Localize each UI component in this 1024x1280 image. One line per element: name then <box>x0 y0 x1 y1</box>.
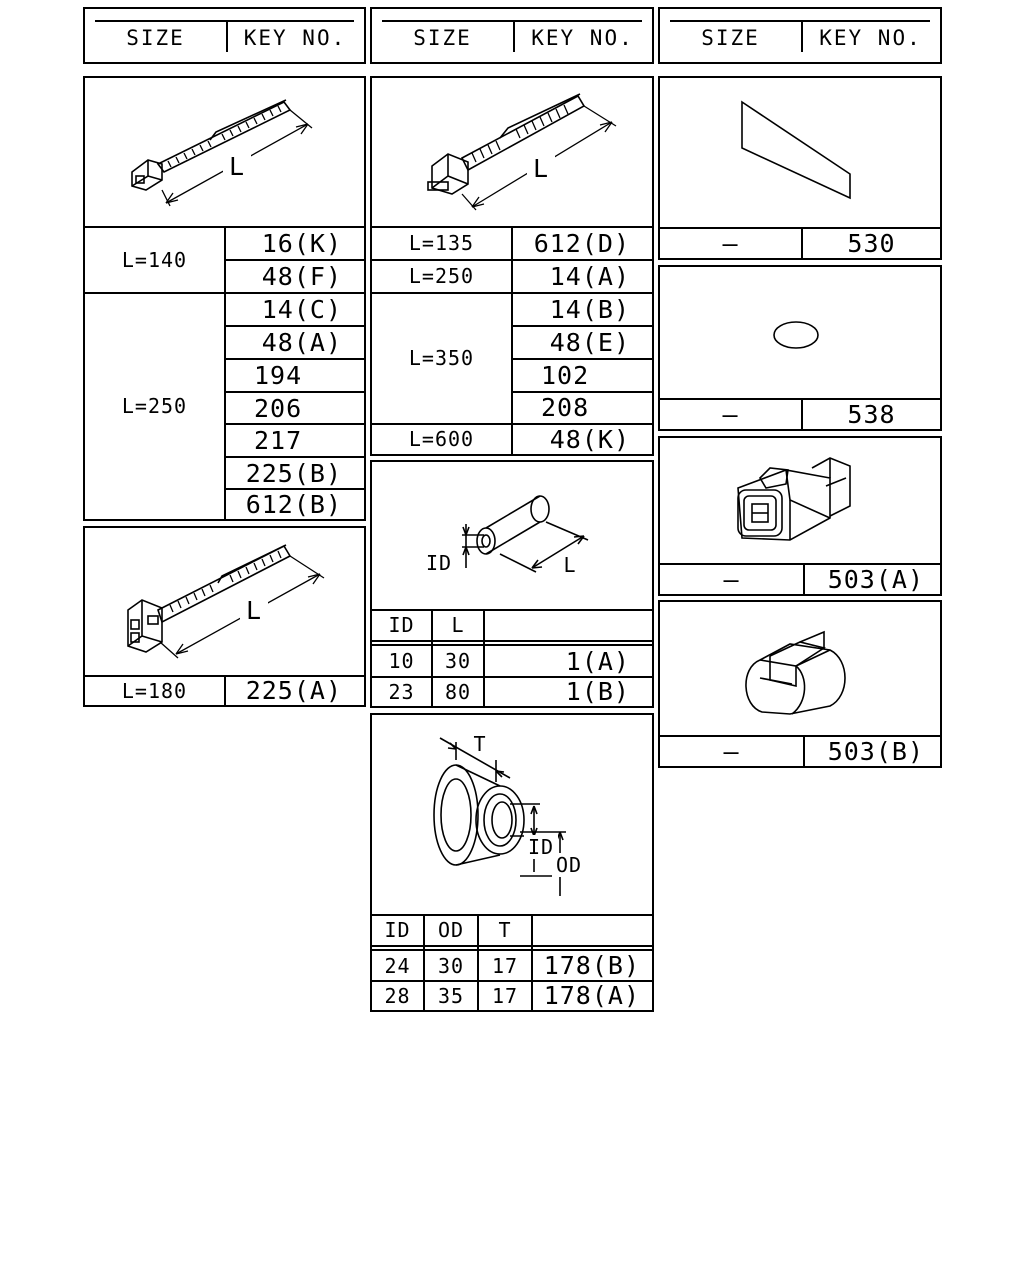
panel-tube: ID L ID L 10 30 1(A) 23 80 1(B) <box>370 460 654 708</box>
tube-illustration <box>462 495 589 573</box>
panel-cable-tie-135-600: L L=135 612(D) L=250 14(A) L=350 14(B) 4… <box>370 76 654 456</box>
cell-l: 30 <box>444 649 472 673</box>
key-cell: 538 <box>847 399 896 429</box>
dimension-label-l: L <box>223 152 251 181</box>
key-cell: 217 <box>254 425 303 455</box>
cell-od: 30 <box>437 953 465 978</box>
size-cell: – <box>723 736 740 766</box>
size-cell: L=180 <box>121 678 188 703</box>
size-cell: L=600 <box>408 427 475 451</box>
size-cell: – <box>722 399 739 429</box>
header-key-label: KEY NO. <box>531 26 634 50</box>
key-cell: 48(A) <box>261 327 342 357</box>
key-cell: 14(A) <box>549 261 630 291</box>
key-cell: 503(B) <box>827 736 924 766</box>
dimension-label-od: OD <box>552 853 586 877</box>
key-cell: 612(B) <box>245 489 342 519</box>
header-size-label: SIZE <box>701 26 760 50</box>
cell-t: 17 <box>491 983 519 1008</box>
header-col-3: SIZE KEY NO. <box>658 7 942 64</box>
cell-id: 10 <box>388 649 415 673</box>
header-size-label: SIZE <box>413 26 472 50</box>
key-cell: 503(A) <box>827 564 924 594</box>
key-cell: 612(D) <box>533 228 630 258</box>
dimension-label-t: T <box>473 732 487 756</box>
header-size-label: SIZE <box>126 26 185 50</box>
cell-l: 80 <box>444 679 472 704</box>
panel-sheet: – 530 <box>658 76 942 260</box>
column-header-od: OD <box>437 918 465 942</box>
cable-tie-wide-illustration <box>427 93 617 211</box>
panel-oring: – 538 <box>658 265 942 431</box>
dimension-label-l: L <box>240 596 268 625</box>
size-cell: – <box>722 228 739 258</box>
dimension-label-id: ID <box>425 551 453 575</box>
key-cell: 16(K) <box>261 228 342 258</box>
size-cell: L=140 <box>121 247 188 272</box>
key-cell: 178(B) <box>543 951 640 980</box>
cell-id: 28 <box>384 983 411 1008</box>
connector-illustration <box>737 457 851 541</box>
panel-connector: – 503(A) <box>658 436 942 596</box>
key-cell: 48(K) <box>549 424 630 454</box>
column-header-t: T <box>498 918 512 942</box>
key-cell: 14(C) <box>261 294 342 324</box>
cable-tie-illustration <box>131 99 313 207</box>
oring-illustration <box>773 321 819 349</box>
header-col-1: SIZE KEY NO. <box>83 7 366 64</box>
key-cell: 1(A) <box>565 646 630 676</box>
cell-t: 17 <box>491 953 519 978</box>
sheet-illustration <box>741 100 851 200</box>
grommet-illustration <box>433 737 566 896</box>
size-cell: – <box>723 564 740 594</box>
column-header-id: ID <box>388 613 415 637</box>
key-cell: 102 <box>541 360 590 390</box>
key-cell: 178(A) <box>543 981 640 1010</box>
key-cell: 206 <box>254 393 303 423</box>
dimension-label-l: L <box>527 154 555 183</box>
key-cell: 530 <box>847 228 896 258</box>
cell-id: 24 <box>384 953 411 978</box>
key-cell: 14(B) <box>549 294 630 324</box>
panel-cap: – 503(B) <box>658 600 942 768</box>
cell-id: 23 <box>388 679 415 704</box>
key-cell: 194 <box>254 360 303 390</box>
dimension-label-l: L <box>563 553 577 577</box>
key-cell: 208 <box>541 393 590 422</box>
size-cell: L=250 <box>408 264 475 288</box>
panel-cable-tie-180: L L=180 225(A) <box>83 526 366 707</box>
cap-illustration <box>745 630 846 715</box>
header-col-2: SIZE KEY NO. <box>370 7 654 64</box>
size-cell: L=135 <box>408 231 475 255</box>
key-cell: 225(B) <box>245 458 342 488</box>
column-header-id: ID <box>384 918 411 942</box>
key-cell: 48(E) <box>549 327 630 357</box>
header-key-label: KEY NO. <box>243 26 347 50</box>
cell-od: 35 <box>437 983 465 1008</box>
panel-cable-tie-140-250: L L=140 16(K) 48(F) L=250 14(C) 48(A) 19… <box>83 76 366 521</box>
key-cell: 48(F) <box>261 261 342 291</box>
cable-tie-mount-illustration <box>127 544 325 659</box>
size-cell: L=350 <box>408 346 475 370</box>
panel-grommet: T ID OD ID OD T 24 30 17 178(B) 28 35 17… <box>370 713 654 1012</box>
header-key-label: KEY NO. <box>819 26 922 50</box>
column-header-l: L <box>451 613 465 637</box>
key-cell: 225(A) <box>245 676 342 705</box>
size-cell: L=250 <box>121 394 188 418</box>
key-cell: 1(B) <box>565 677 630 706</box>
